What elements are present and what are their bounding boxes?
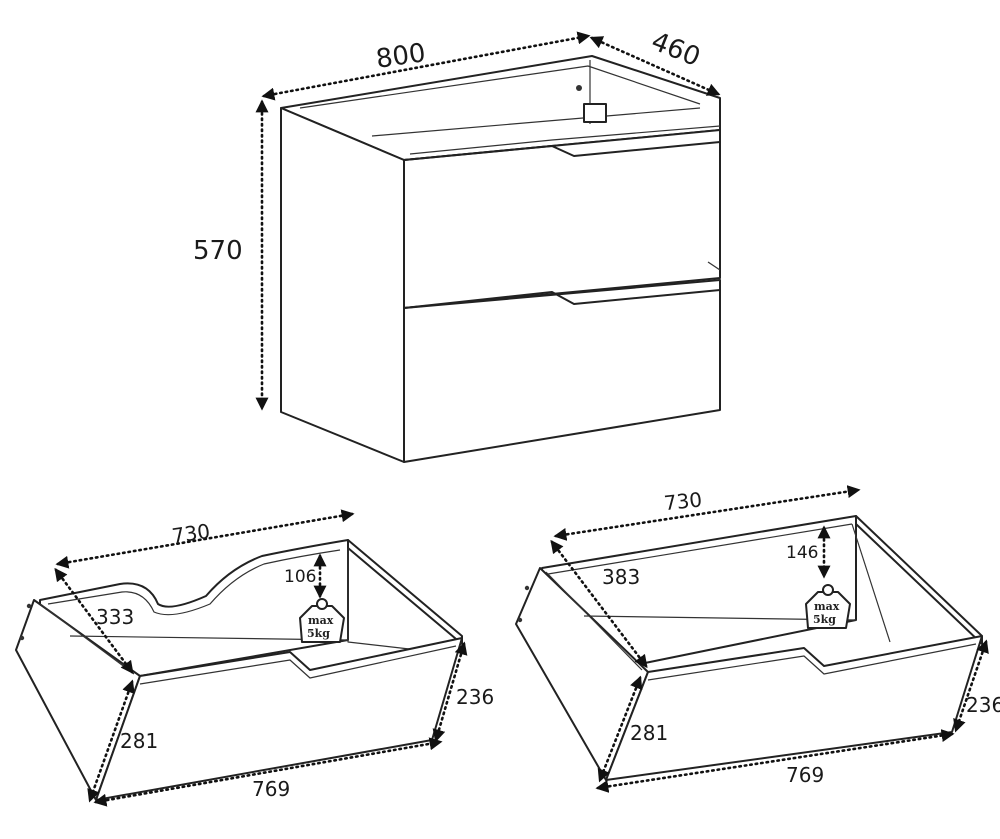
drawer1-screw-2 bbox=[19, 635, 25, 641]
drawer1-side-label: 333 bbox=[96, 605, 134, 629]
cabinet-width-label: 800 bbox=[374, 38, 427, 75]
drawer2-screw-1 bbox=[524, 585, 530, 591]
cabinet-handle-bottom bbox=[403, 289, 721, 309]
drawer2-right-inner bbox=[851, 523, 891, 643]
drawer2-side-dimension bbox=[550, 539, 648, 669]
cabinet-drawing: 800 460 570 bbox=[193, 26, 721, 463]
cabinet-height-label: 570 bbox=[193, 236, 243, 266]
drawer2-right-top bbox=[855, 515, 983, 645]
drawer2-length-dimension bbox=[553, 485, 861, 541]
drawer2-inner-height-label: 146 bbox=[786, 543, 818, 563]
cabinet-drawer-front-top bbox=[403, 129, 721, 309]
drawer2-front-height-label: 236 bbox=[966, 693, 1000, 717]
drawer1-side-dimension bbox=[54, 567, 134, 675]
drawer1-length-dimension bbox=[55, 509, 355, 569]
cabinet-drawer-front-bottom bbox=[403, 279, 721, 463]
drawer2-front-width-label: 769 bbox=[786, 763, 824, 787]
drawer-top-drawing: max 5kg 730 333 106 236 281 769 bbox=[15, 509, 494, 807]
drawer1-front-rim bbox=[139, 645, 457, 685]
cabinet-inner-shelf bbox=[371, 107, 701, 137]
cabinet-side-panel bbox=[280, 107, 405, 463]
cabinet-handle-top bbox=[403, 141, 721, 161]
drawer2-front-width-dimension bbox=[595, 729, 955, 793]
drawer2-front-height-dimension bbox=[953, 639, 989, 733]
drawer2-side-label: 383 bbox=[602, 565, 640, 589]
drawer1-front-width-dimension bbox=[93, 737, 443, 807]
drawer1-front-height-dimension bbox=[432, 641, 468, 743]
drawer1-right-inner bbox=[347, 548, 419, 651]
cabinet-bracket bbox=[583, 103, 607, 123]
drawer2-length-label: 730 bbox=[663, 487, 703, 515]
cabinet-depth-label: 460 bbox=[647, 26, 704, 72]
drawer2-front-rim bbox=[647, 643, 977, 681]
drawer1-weight-line1: max bbox=[308, 614, 334, 627]
cabinet-hole bbox=[576, 85, 582, 91]
cabinet-gap bbox=[707, 261, 721, 271]
drawer1-weight-icon: max 5kg bbox=[299, 598, 345, 643]
drawer1-front-width-label: 769 bbox=[252, 777, 290, 801]
cabinet-handle-top-rim bbox=[409, 125, 721, 155]
cabinet-depth-dimension bbox=[589, 36, 721, 96]
cabinet-width-dimension bbox=[261, 31, 591, 101]
drawer2-side-height-label: 281 bbox=[630, 721, 668, 745]
drawer1-weight-line2: 5kg bbox=[307, 627, 330, 640]
drawer1-front-height-label: 236 bbox=[456, 685, 494, 709]
drawer2-weight-line1: max bbox=[814, 600, 840, 613]
drawer1-cutout-label: 106 bbox=[284, 567, 316, 587]
drawer1-length-label: 730 bbox=[170, 519, 211, 548]
drawer2-screw-2 bbox=[517, 617, 523, 623]
drawer2-weight-icon: max 5kg bbox=[805, 584, 851, 629]
drawer1-right-top bbox=[347, 539, 463, 645]
drawer1-screw-1 bbox=[26, 603, 32, 609]
drawer2-side-height-dimension bbox=[597, 675, 643, 783]
drawer1-side-height-label: 281 bbox=[120, 729, 158, 753]
drawer-bottom-drawing: max 5kg 730 383 146 236 281 769 bbox=[515, 485, 1000, 793]
drawer2-weight-line2: 5kg bbox=[813, 613, 836, 626]
